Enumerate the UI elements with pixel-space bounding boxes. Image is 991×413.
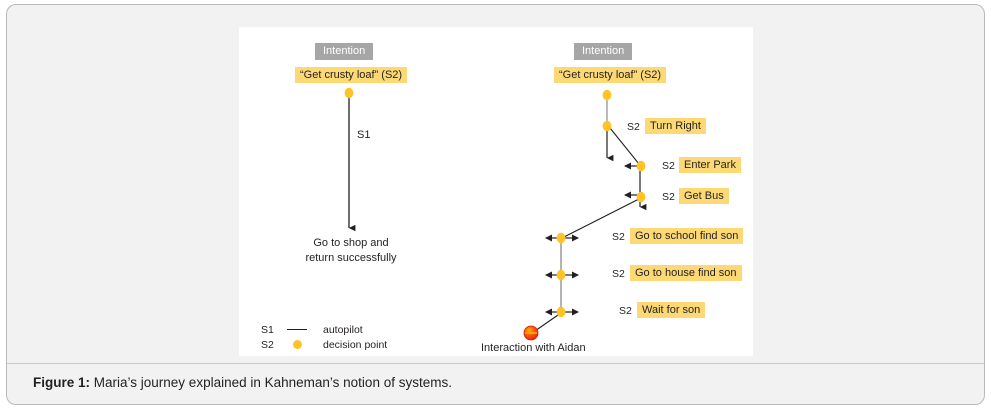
step-system-go-to-school: S2 <box>612 231 625 243</box>
left-path-system-label: S1 <box>357 129 371 141</box>
figure-caption: Figure 1: Maria’s journey explained in K… <box>7 363 984 390</box>
right-goal-label: “Get crusty loaf” (S2) <box>554 67 667 83</box>
legend-marker-line <box>285 328 323 331</box>
legend: S1 autopilot S2 decision point <box>261 322 441 352</box>
right-node-get-bus <box>636 191 646 203</box>
right-segment-c-to-d <box>561 198 640 239</box>
step-system-get-bus: S2 <box>662 191 675 203</box>
left-outcome-text: Go to shop and return successfully <box>281 236 421 266</box>
right-intention-badge: Intention <box>574 43 633 60</box>
step-system-turn-right: S2 <box>627 121 640 133</box>
right-node-go-to-school <box>556 232 566 244</box>
right-node-go-to-house <box>556 269 566 281</box>
step-system-wait-for-son: S2 <box>619 305 632 317</box>
left-outcome-line-1: Go to shop and <box>313 237 389 249</box>
left-goal-label: “Get crusty loaf” (S2) <box>295 67 408 83</box>
right-segment-a-to-b <box>609 127 640 165</box>
legend-key-s2: S2 <box>261 338 274 351</box>
right-segment-f-to-endpoint <box>534 314 559 332</box>
legend-text-decision-point: decision point <box>323 338 388 351</box>
step-label-wait-for-son: Wait for son <box>637 302 706 318</box>
right-node-wait-for-son <box>556 306 566 318</box>
right-endpoint-label: Interaction with Aidan <box>481 342 586 354</box>
legend-row-autopilot: S1 autopilot <box>261 322 441 337</box>
right-flow-group <box>523 89 647 341</box>
legend-row-decision-point: S2 decision point <box>261 337 441 352</box>
left-flow-group <box>344 87 356 232</box>
left-decision-point-node <box>344 87 354 99</box>
right-node-goal <box>602 89 612 101</box>
figure-card: Intention “Get crusty loaf” (S2) S1 Go t… <box>6 4 985 405</box>
legend-marker-dot <box>285 340 323 349</box>
left-intention-badge: Intention <box>315 43 374 60</box>
step-system-enter-park: S2 <box>662 160 675 172</box>
step-label-get-bus: Get Bus <box>679 188 729 204</box>
journey-diagram <box>344 87 647 341</box>
step-system-go-to-house: S2 <box>612 268 625 280</box>
step-label-go-to-house: Go to house find son <box>630 265 742 281</box>
legend-text-autopilot: autopilot <box>323 323 363 336</box>
left-outcome-line-2: return successfully <box>305 251 397 264</box>
figure-caption-label: Figure 1: <box>33 375 91 390</box>
right-node-enter-park <box>636 160 646 172</box>
step-label-turn-right: Turn Right <box>645 118 706 134</box>
legend-key-s1: S1 <box>261 323 274 336</box>
figure-image-panel: Intention “Get crusty loaf” (S2) S1 Go t… <box>239 27 753 356</box>
step-label-go-to-school: Go to school find son <box>630 228 744 244</box>
right-node-turn-right <box>602 120 612 132</box>
step-label-enter-park: Enter Park <box>679 157 741 173</box>
figure-caption-text: Maria’s journey explained in Kahneman’s … <box>90 375 452 390</box>
